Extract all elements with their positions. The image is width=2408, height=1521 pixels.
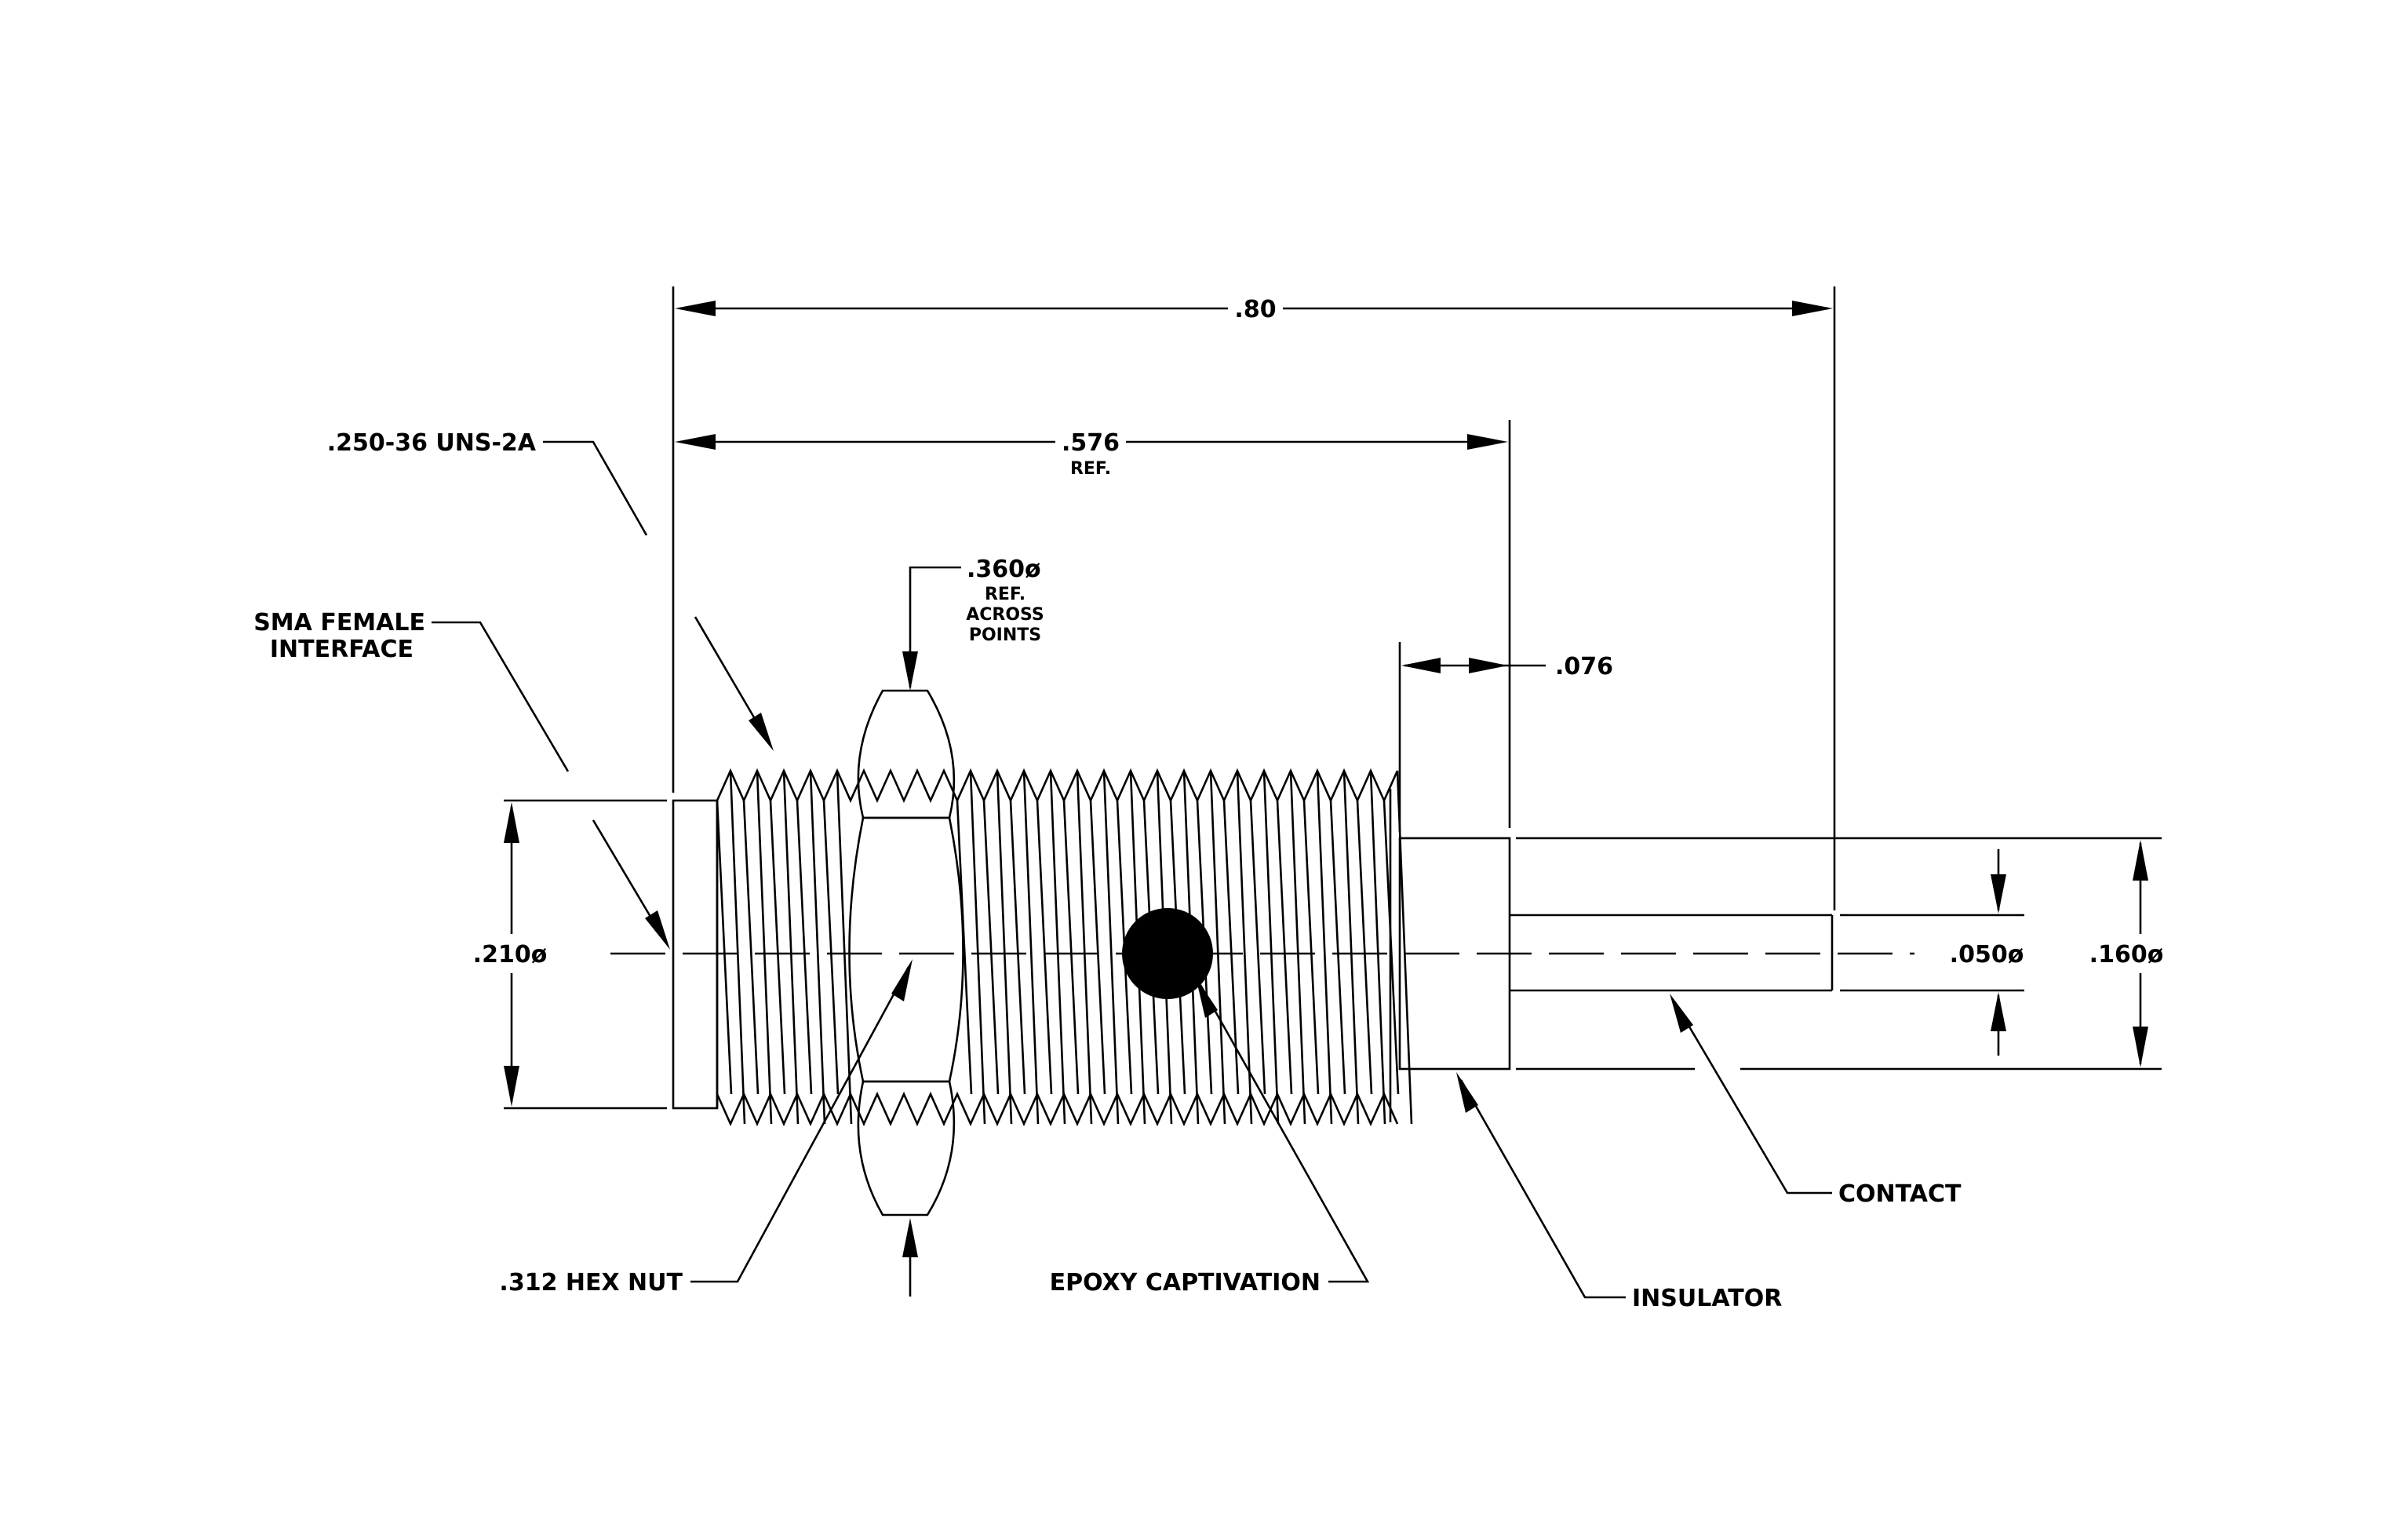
contact-label: CONTACT (1838, 1180, 1962, 1208)
body-length-note: REF. (1070, 459, 1111, 479)
thread-root-line (822, 800, 840, 1095)
thread-root-line (1302, 800, 1320, 1095)
thread-root-line (769, 800, 786, 1095)
dim-contact-diameter (1991, 849, 2006, 1056)
thread-line (1316, 770, 1333, 1125)
leader-insulator (1456, 1072, 1626, 1299)
thread-root-line (1329, 800, 1346, 1095)
thread-crests-top (716, 768, 1399, 804)
thread-spec-label: .250-36 UNS-2A (327, 429, 537, 457)
dim-hex-points (902, 566, 961, 1297)
extension-lines (504, 286, 2024, 1110)
leader-contact (1670, 994, 1832, 1195)
thread-line (809, 770, 826, 1125)
thread-root-line (716, 800, 733, 1095)
thread-line (969, 770, 986, 1125)
thread-line (836, 770, 853, 1125)
hex-points-note-1: REF. (985, 585, 1025, 604)
hex-nut (848, 689, 964, 1216)
body-length-label: .576 (1062, 429, 1120, 457)
insulator-label: INSULATOR (1632, 1285, 1782, 1312)
leader-interface (432, 621, 670, 950)
overall-length-label: .80 (1234, 296, 1276, 323)
insulator (1398, 837, 2162, 1071)
thread-crests-bottom (716, 1091, 1399, 1127)
thread-line (1369, 770, 1386, 1125)
dim-overall-length (675, 301, 1833, 316)
contact-diameter-label: .050ø (1950, 941, 2024, 968)
hex-points-label: .360ø (967, 556, 1041, 583)
thread-root-line (1249, 800, 1266, 1095)
thread-root-line (796, 800, 813, 1095)
thread-line (1209, 770, 1226, 1125)
thread-line (1289, 770, 1306, 1125)
thread-line (756, 770, 773, 1125)
thread-root-line (982, 800, 1000, 1095)
thread-root-line (1036, 800, 1053, 1095)
thread-root-line (1383, 800, 1400, 1095)
thread-lines (716, 770, 1413, 1125)
thread-line (782, 770, 800, 1125)
thread-line (1022, 770, 1040, 1125)
interface-label-line2: INTERFACE (270, 636, 413, 663)
thread-root-line (1009, 800, 1026, 1095)
hex-nut-label: .312 HEX NUT (499, 1269, 683, 1297)
epoxy-label: EPOXY CAPTIVATION (1050, 1269, 1321, 1297)
thread-diameter-label: .210ø (473, 941, 548, 968)
thread-line (996, 770, 1013, 1125)
hex-points-note-3: POINTS (969, 626, 1041, 645)
thread-root-line (1062, 800, 1080, 1095)
epoxy-captivation-dot (1122, 908, 1213, 999)
insulator-step-label: .076 (1555, 653, 1613, 680)
thread-line (1262, 770, 1280, 1125)
dim-body-length (675, 434, 1508, 450)
thread-line (729, 770, 746, 1125)
hex-points-note-2: ACROSS (966, 605, 1044, 625)
thread-root-line (1356, 800, 1373, 1095)
contact-pin (1510, 914, 1834, 992)
dim-insulator-diameter (2133, 840, 2148, 1067)
thread-line (1049, 770, 1066, 1125)
thread-line (1342, 770, 1360, 1125)
thread-root-line (1089, 800, 1106, 1095)
thread-line (1102, 770, 1120, 1125)
dim-thread-diameter (504, 802, 519, 1107)
thread-root-line (1222, 800, 1240, 1095)
thread-root-line (742, 800, 760, 1095)
leader-thread-spec (543, 440, 774, 751)
thread-line (1236, 770, 1253, 1125)
leader-hex-nut (690, 959, 913, 1283)
dim-insulator-step (1401, 658, 1546, 673)
threaded-body (716, 768, 1413, 1127)
interface-label-line1: SMA FEMALE (253, 609, 425, 636)
thread-root-line (956, 800, 973, 1095)
thread-line (1076, 770, 1093, 1125)
thread-root-line (1276, 800, 1293, 1095)
leader-epoxy (1196, 977, 1370, 1283)
insulator-diameter-label: .160ø (2089, 941, 2164, 968)
